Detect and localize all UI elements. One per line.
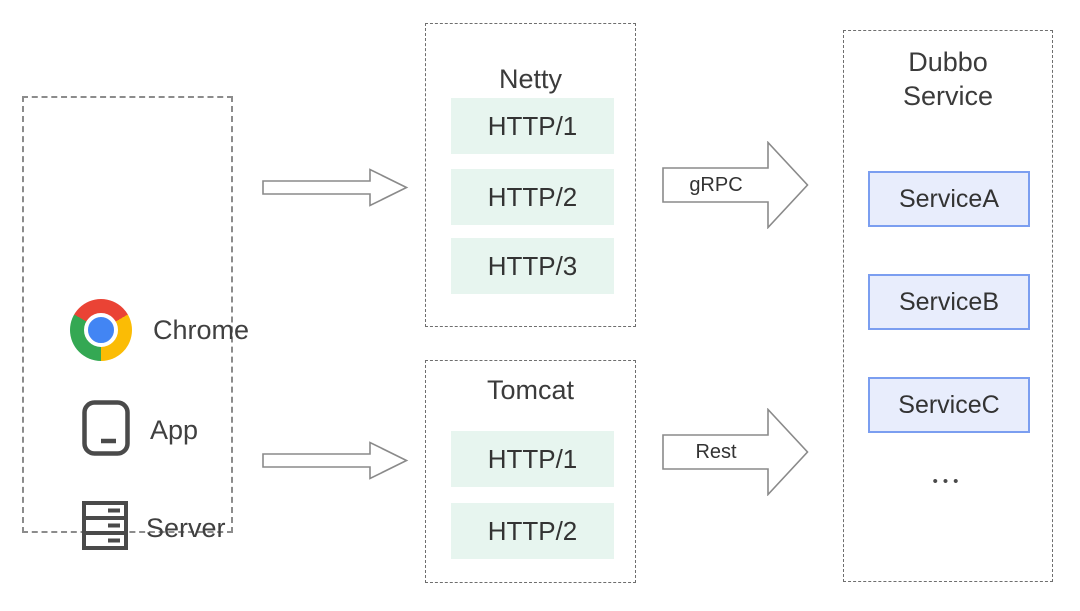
netty-protocol-http1: HTTP/1 xyxy=(451,98,614,154)
dubbo-group-box: Dubbo Service ServiceA ServiceB ServiceC… xyxy=(843,30,1053,582)
clients-group-box: Chrome App Ser xyxy=(22,96,249,550)
tomcat-protocol-http1: HTTP/1 xyxy=(451,431,614,487)
rest-arrow-label: Rest xyxy=(695,441,737,463)
netty-protocol-http3: HTTP/3 xyxy=(451,238,614,294)
server-rack-icon xyxy=(82,501,128,555)
netty-title: Netty xyxy=(498,64,563,94)
app-device-icon xyxy=(82,400,130,461)
arrow-grpc-netty-to-dubbo xyxy=(662,141,809,229)
tomcat-title: Tomcat xyxy=(486,375,575,405)
more-services-ellipsis: ••• xyxy=(932,473,964,490)
chrome-browser-icon xyxy=(70,299,132,361)
dubbo-title-line1: Dubbo xyxy=(908,47,988,77)
client-label-app: App xyxy=(150,415,199,445)
client-row-chrome: Chrome xyxy=(70,299,249,361)
grpc-arrow-label: gRPC xyxy=(689,174,743,196)
service-b-box: ServiceB xyxy=(868,274,1030,330)
service-a-box: ServiceA xyxy=(868,171,1030,227)
client-label-chrome: Chrome xyxy=(153,314,250,345)
arrow-rest-tomcat-to-dubbo xyxy=(662,408,809,496)
service-c-box: ServiceC xyxy=(868,377,1030,433)
dubbo-title-line2: Service xyxy=(902,81,994,111)
arrow-clients-to-netty xyxy=(262,168,409,207)
client-label-server: Server xyxy=(146,512,226,543)
netty-protocol-http2: HTTP/2 xyxy=(451,169,614,225)
client-row-app: App xyxy=(82,400,198,461)
arrow-clients-to-tomcat xyxy=(262,441,409,480)
client-row-server: Server xyxy=(82,501,226,555)
netty-group-box: Netty HTTP/1 HTTP/2 HTTP/3 xyxy=(425,23,636,327)
tomcat-group-box: Tomcat HTTP/1 HTTP/2 xyxy=(425,360,636,583)
tomcat-protocol-http2: HTTP/2 xyxy=(451,503,614,559)
dubbo-title: Dubbo Service xyxy=(844,45,1052,113)
